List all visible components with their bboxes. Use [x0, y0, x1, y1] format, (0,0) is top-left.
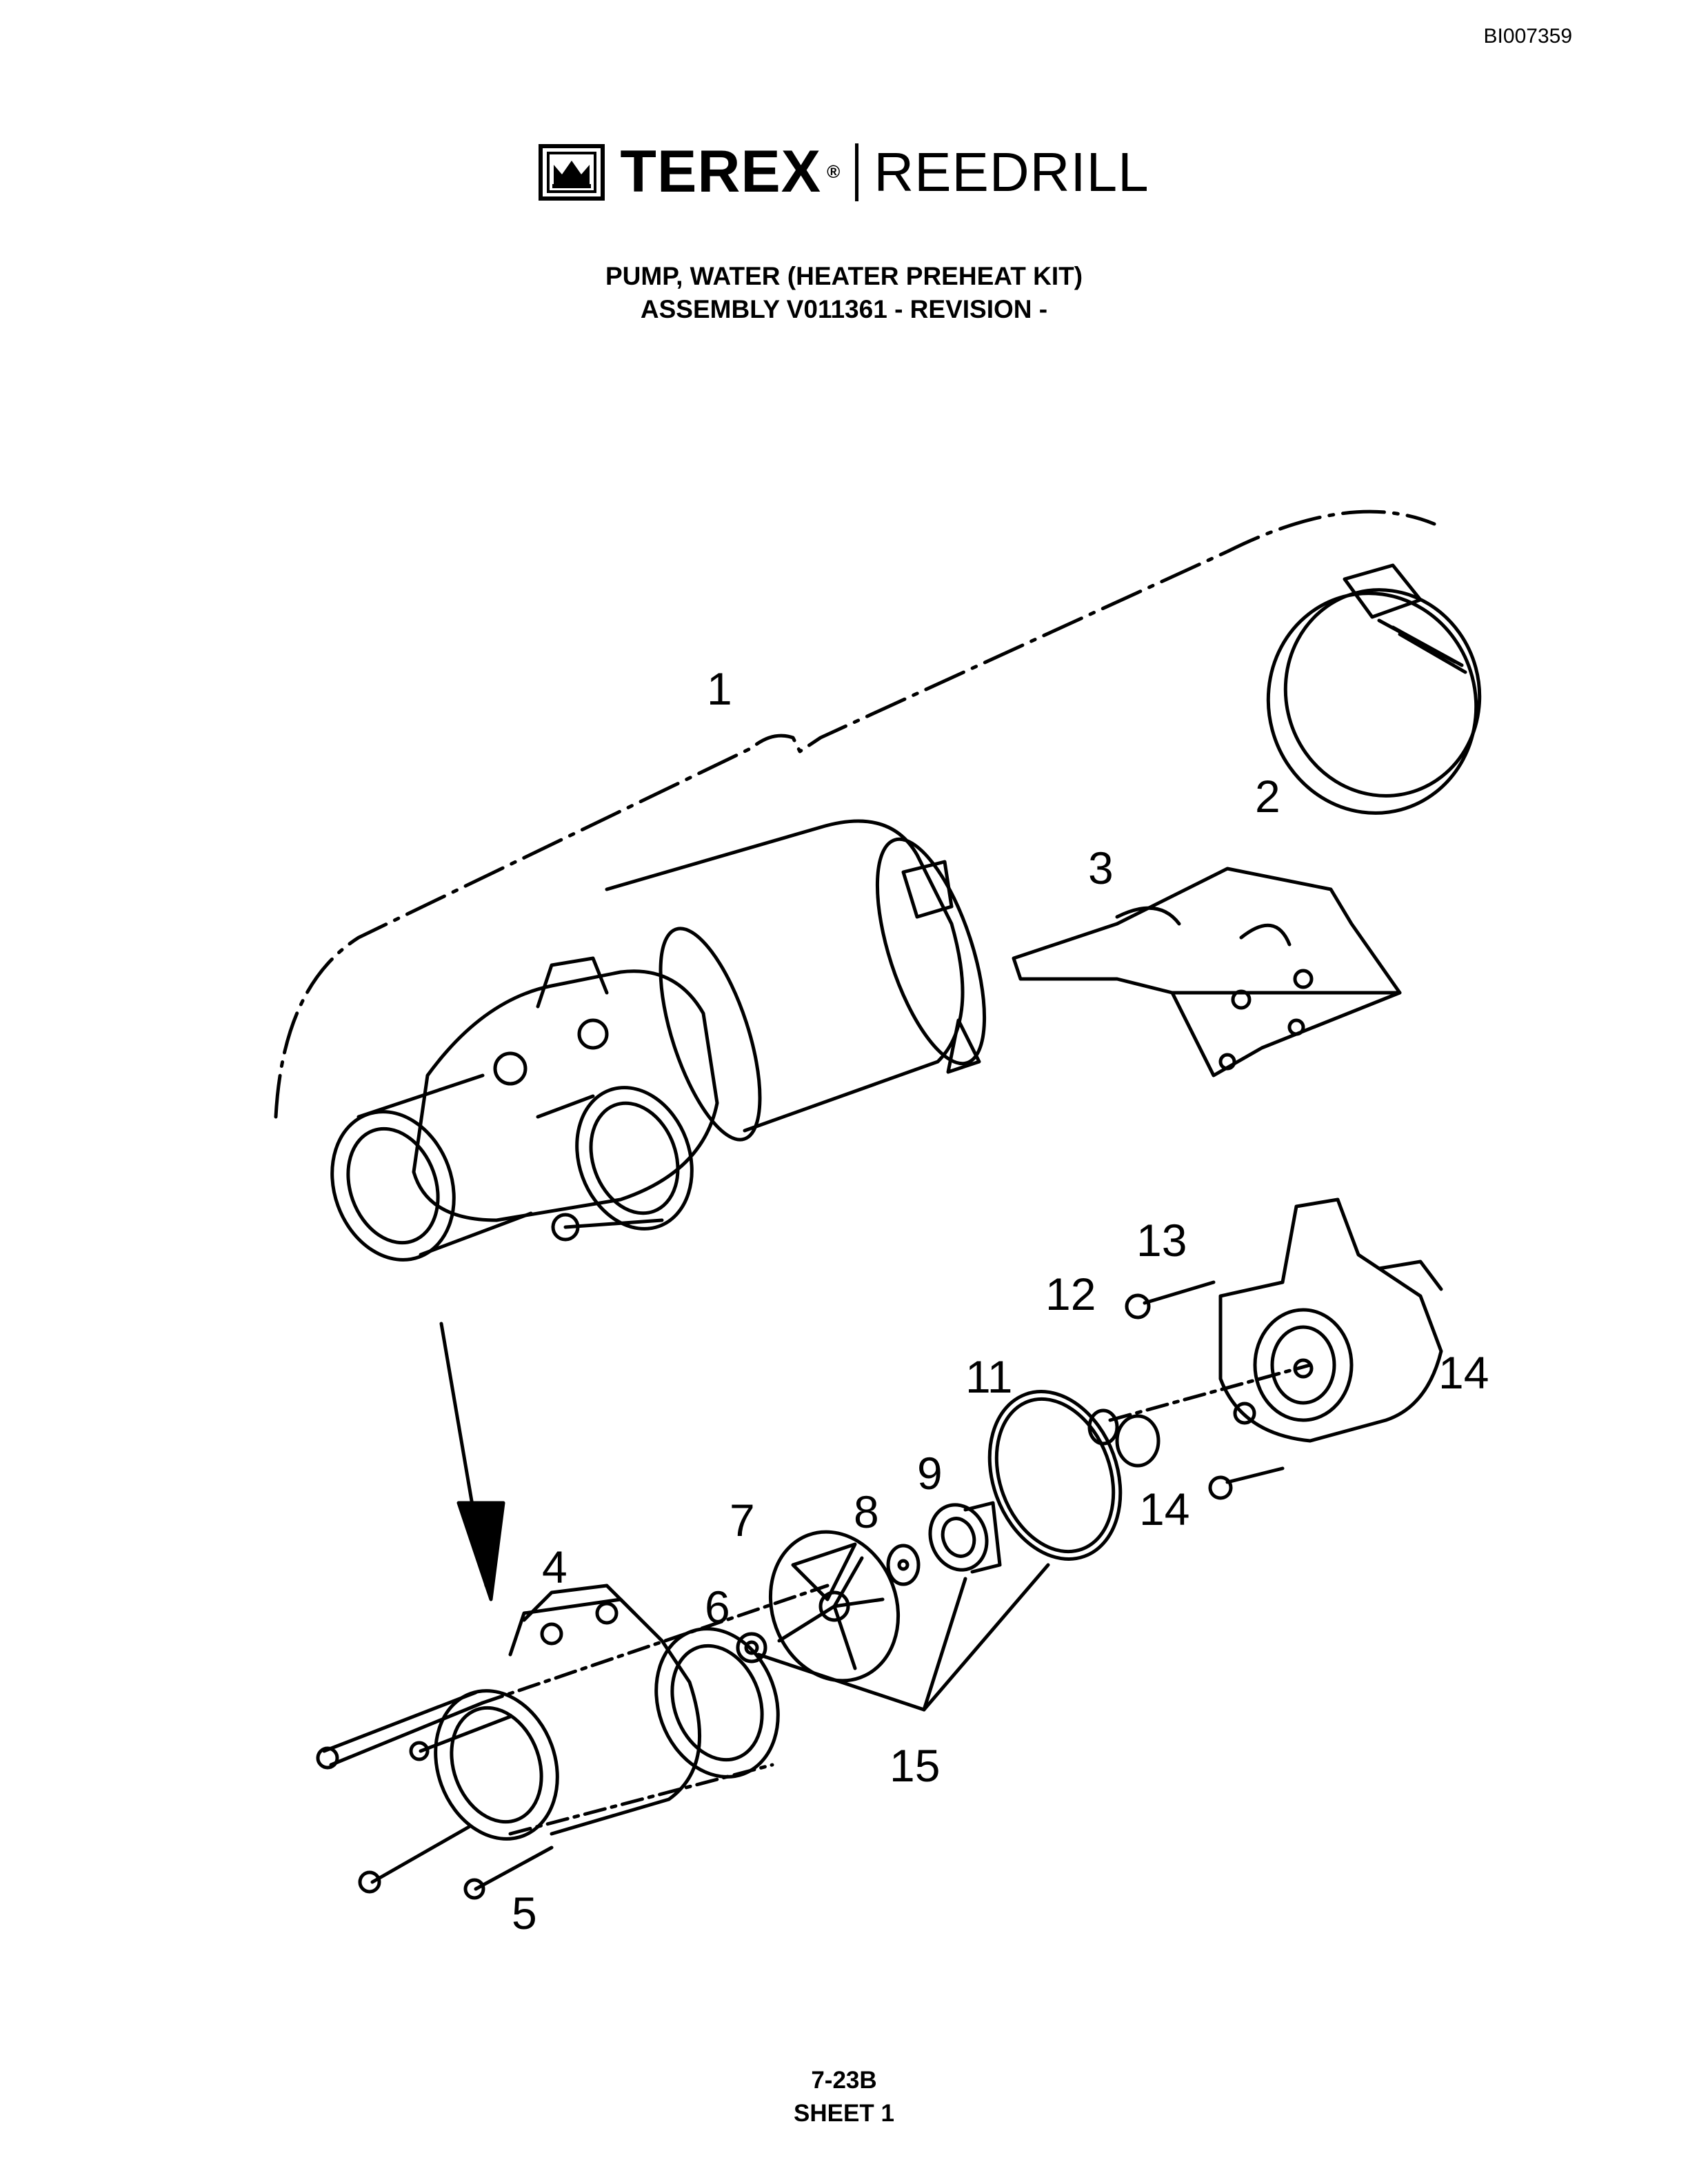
pump-housing	[434, 1584, 780, 1841]
nut	[736, 1632, 767, 1664]
callout-5: 5	[512, 1888, 537, 1939]
hose-clamp	[1266, 563, 1482, 815]
page-number: 7-23B	[811, 2067, 877, 2094]
callout-9: 9	[917, 1448, 943, 1499]
pump-motor-assembly	[330, 819, 987, 1262]
callout-14-lower: 14	[1139, 1484, 1189, 1535]
bolts	[1087, 1280, 1312, 1500]
assembly-brace	[274, 509, 1436, 1119]
callout-13: 13	[1136, 1215, 1187, 1266]
title-line-1: PUMP, WATER (HEATER PREHEAT KIT)	[605, 262, 1083, 290]
callout-15-leaders	[756, 1563, 1050, 1712]
document-id: BI007359	[1483, 25, 1572, 48]
washer	[886, 1544, 921, 1586]
sheet-number: SHEET 1	[794, 2100, 894, 2127]
seal	[928, 1501, 1002, 1574]
callout-7: 7	[730, 1495, 755, 1546]
callout-1: 1	[707, 663, 732, 714]
callout-11: 11	[965, 1351, 1013, 1402]
registered-mark: ®	[827, 161, 841, 182]
callout-labels: 1 2 3 13 12 11 14 9 14 7 8 4 6 15 5	[512, 663, 1489, 1939]
o-ring	[987, 1390, 1123, 1561]
callout-2: 2	[1255, 771, 1280, 822]
mounting-bracket	[1012, 867, 1402, 1078]
callout-14-upper: 14	[1438, 1347, 1489, 1398]
callout-8: 8	[854, 1486, 879, 1537]
brand-name: TEREX	[620, 139, 822, 205]
screws	[316, 1584, 830, 1900]
brand-separator	[855, 143, 859, 201]
brand-logo: TEREX ® REEDRILL	[0, 138, 1688, 206]
terex-crown-logo-icon	[539, 143, 605, 201]
subbrand-name: REEDRILL	[874, 141, 1149, 203]
callout-3: 3	[1088, 842, 1114, 893]
callout-15: 15	[890, 1740, 940, 1791]
rear-flange	[1218, 1197, 1443, 1443]
callout-4: 4	[542, 1541, 567, 1593]
callout-6: 6	[705, 1581, 730, 1632]
impeller	[768, 1530, 901, 1683]
callout-12: 12	[1045, 1268, 1096, 1320]
direction-arrow	[439, 1322, 505, 1601]
title-line-2: ASSEMBLY V011361 - REVISION -	[640, 295, 1048, 323]
